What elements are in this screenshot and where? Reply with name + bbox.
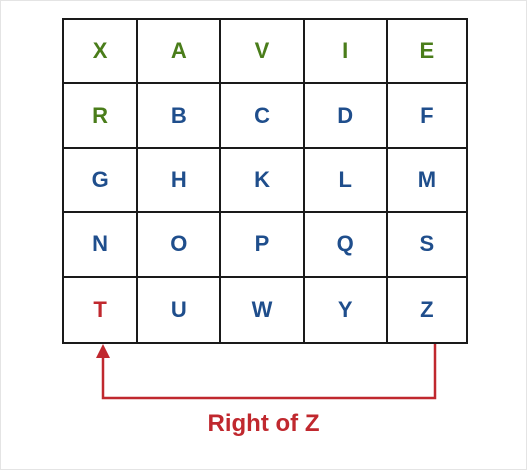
grid-cell-k: K <box>221 148 305 214</box>
grid-cell-b: B <box>138 84 222 149</box>
grid-cell-p: P <box>221 213 305 278</box>
grid-cell-u: U <box>138 277 222 342</box>
grid-cell-e: E <box>387 20 466 85</box>
grid-cell-s: S <box>387 213 466 278</box>
arrow-head <box>96 344 110 358</box>
grid-cell-n: N <box>64 213 139 278</box>
grid-cell-f: F <box>387 84 466 149</box>
grid-cell-h: H <box>138 148 222 214</box>
grid-cell-i: I <box>304 20 388 85</box>
grid-cell-g: G <box>64 148 139 214</box>
grid-cell-r: R <box>64 84 139 149</box>
grid-cell-a: A <box>138 20 222 85</box>
arrow-line <box>101 344 437 400</box>
grid-cell-x: X <box>64 20 139 85</box>
grid-cell-z: Z <box>420 296 434 322</box>
grid-cell-q: Q <box>304 213 388 278</box>
grid-cell-y: Y <box>305 277 388 342</box>
grid-cell-v: V <box>221 20 305 85</box>
arrow-label: Right of Z <box>207 410 320 437</box>
grid-cell-t: T <box>64 277 139 342</box>
grid-cell-l: L <box>304 148 388 214</box>
grid-cell-o: O <box>138 213 222 278</box>
grid-cell-m: M <box>387 149 466 214</box>
grid-cell-c: C <box>221 84 305 149</box>
grid-cell-w: W <box>221 277 305 342</box>
grid-cell-d: D <box>304 84 388 149</box>
